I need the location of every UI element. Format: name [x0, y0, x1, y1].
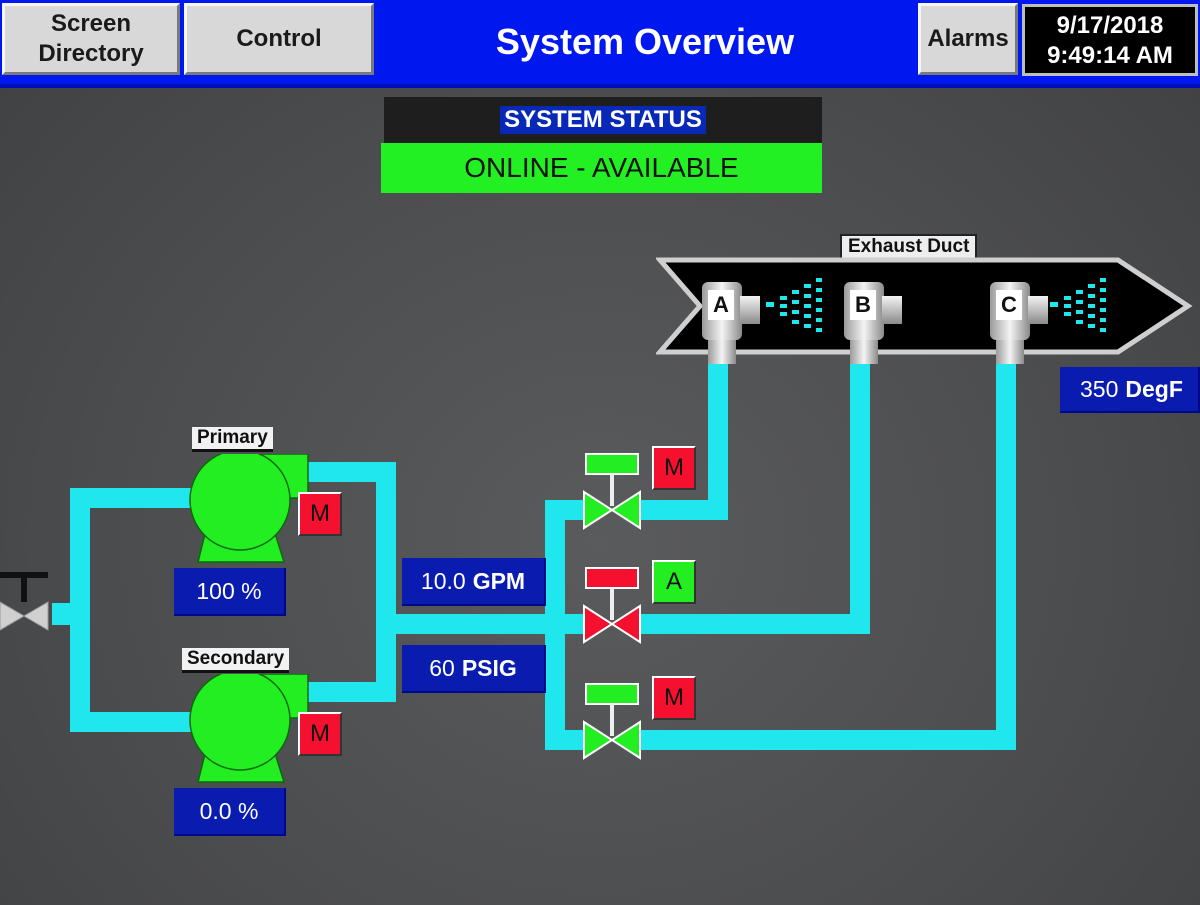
valve-b-mode-button[interactable]: A [652, 560, 696, 604]
system-status-heading: SYSTEM STATUS [384, 97, 822, 143]
primary-pump-icon[interactable] [182, 454, 312, 566]
secondary-pump-label: Secondary [182, 648, 290, 673]
screen-directory-button[interactable]: Screen Directory [2, 3, 180, 75]
secondary-pump-icon[interactable] [182, 674, 312, 786]
screen-directory-label: Screen Directory [38, 10, 144, 67]
pipe-header-main [376, 614, 586, 634]
pressure-unit: PSIG [461, 654, 517, 681]
pipe-secondary-discharge [306, 682, 396, 702]
flow-unit: GPM [472, 567, 526, 594]
primary-pump-mode-button[interactable]: M [298, 492, 342, 536]
nozzle-b-label: B [850, 290, 876, 320]
valve-a-icon[interactable] [582, 452, 642, 530]
alarms-button[interactable]: Alarms [918, 3, 1018, 75]
pipe-left-vertical [70, 488, 90, 732]
primary-pump-speed: 100 % [174, 568, 286, 616]
system-status-value: ONLINE - AVAILABLE [381, 143, 822, 193]
pipe-to-nozzle-c-vertical [996, 362, 1016, 750]
control-button[interactable]: Control [184, 3, 374, 75]
pipe-secondary-suction [70, 712, 194, 732]
inlet-valve-icon [0, 572, 49, 631]
pipe-primary-suction [70, 488, 194, 508]
pipe-manifold-a [545, 500, 587, 520]
valve-c-mode-button[interactable]: M [652, 676, 696, 720]
pressure-value: 60 [429, 654, 455, 681]
date-time-display: 9/17/2018 9:49:14 AM [1022, 4, 1198, 76]
pipe-to-nozzle-c-horizontal [638, 730, 1016, 750]
secondary-pump-speed: 0.0 % [174, 788, 286, 836]
nozzle-a-label: A [708, 290, 734, 320]
time-text: 9:49:14 AM [1047, 42, 1173, 69]
pipe-manifold-vertical [545, 500, 565, 750]
valve-b-icon[interactable] [582, 566, 642, 644]
secondary-pump-mode-button[interactable]: M [298, 712, 342, 756]
spray-c-icon [1050, 278, 1106, 332]
pipe-to-nozzle-b-vertical [850, 362, 870, 634]
primary-pump-label: Primary [192, 427, 273, 452]
date-text: 9/17/2018 [1056, 12, 1164, 39]
duct-temperature-unit: DegF [1125, 375, 1183, 402]
valve-c-icon[interactable] [582, 682, 642, 760]
duct-temperature-value: 350 [1080, 375, 1119, 402]
system-status-heading-text: SYSTEM STATUS [500, 106, 706, 134]
pipe-discharge-vertical [376, 462, 396, 702]
exhaust-duct-shape [656, 257, 1193, 355]
nozzle-c-label: C [996, 290, 1022, 320]
alarms-label: Alarms [927, 25, 1009, 52]
pipe-primary-discharge [306, 462, 396, 482]
pipe-inlet [52, 603, 72, 625]
page-title: System Overview [495, 21, 795, 62]
pipe-manifold-c [545, 730, 587, 750]
exhaust-duct-label: Exhaust Duct [840, 234, 978, 260]
flow-value: 10.0 [420, 567, 466, 594]
pipe-to-nozzle-a-vertical [708, 362, 728, 520]
control-label: Control [236, 25, 322, 52]
spray-a-icon [766, 278, 822, 332]
pipe-to-nozzle-a-horizontal [638, 500, 728, 520]
pipe-to-nozzle-b-horizontal [638, 614, 870, 634]
valve-a-mode-button[interactable]: M [652, 446, 696, 490]
